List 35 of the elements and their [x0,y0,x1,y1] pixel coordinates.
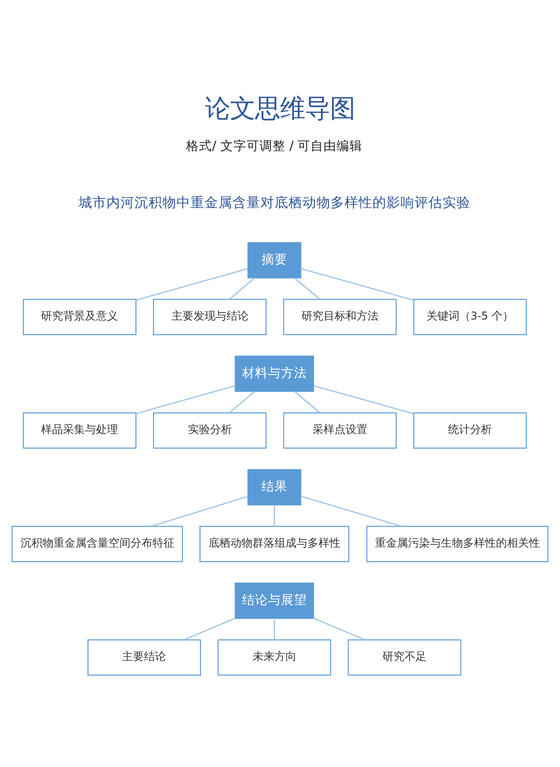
node-box: 底栖动物群落组成与多样性 [200,525,350,562]
node-box: 主要结论 [88,638,201,676]
node-box: 沉积物重金属含量空间分布特征 [12,525,183,562]
node-box: 统计分析 [413,412,527,448]
node-box: 重金属污染与生物多样性的相关性 [366,525,548,562]
connector [314,617,366,640]
node-box: 研究目标和方法 [283,298,397,335]
node-box: 主要发现与结论 [153,298,267,335]
node-box: 实验分析 [153,412,267,448]
connector [294,277,320,300]
node-box: 材料与方法 [234,355,314,392]
node-box: 研究不足 [348,638,462,676]
node-box: 未来方向 [218,638,332,676]
diagram-title: 论文思维导图 [205,92,355,123]
node-box: 样品采集与处理 [22,412,136,448]
connector [184,617,236,640]
connector [136,384,236,414]
node-box: 摘要 [247,242,302,278]
node-box: 研究背景及意义 [22,298,136,335]
connector [301,268,414,300]
connector [300,495,402,526]
node-box: 采样点设置 [283,412,397,448]
connector [314,384,414,414]
connector [229,390,256,413]
connector [294,390,320,413]
connector [229,277,256,300]
node-box: 结论与展望 [234,582,314,618]
connector [150,495,248,526]
label: 城市内河沉积物中重金属含量对底栖动物多样性的影响评估实验 [78,194,470,211]
connector [136,268,248,300]
node-box: 关键词（3-5 个） [413,298,527,335]
node-box: 结果 [247,468,302,505]
label: 格式/ 文字可调整 / 可自由编辑 [186,138,363,153]
connector [274,618,275,640]
connector [274,504,275,526]
